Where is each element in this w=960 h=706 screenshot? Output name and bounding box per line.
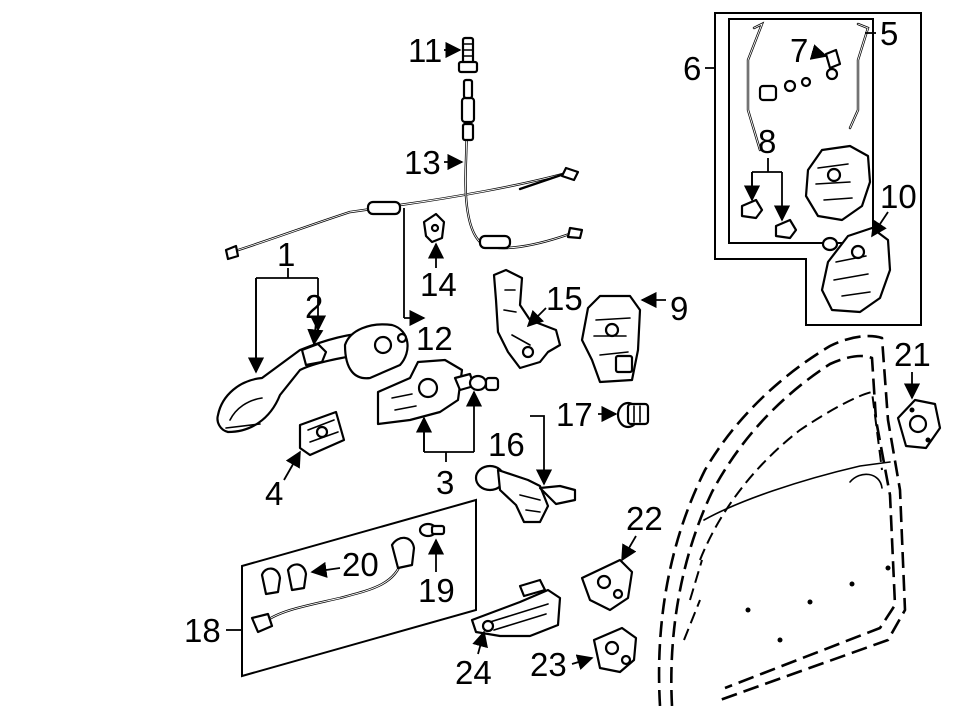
box-lock-actuator-group xyxy=(714,12,922,326)
leader-lines xyxy=(226,32,921,670)
callout-14: 14 xyxy=(420,266,457,303)
lock-cable-13 xyxy=(460,90,584,250)
callout-2: 2 xyxy=(305,288,323,325)
door-striker-21 xyxy=(896,398,942,450)
callout-7: 7 xyxy=(790,32,808,69)
clips-20 xyxy=(260,563,308,596)
callout-5: 5 xyxy=(880,15,898,52)
callout-labels: 1 2 3 4 5 6 7 8 9 10 11 12 13 14 15 16 1… xyxy=(184,15,931,691)
hinge-upper-22 xyxy=(580,558,634,612)
callout-10: 10 xyxy=(880,178,917,215)
callout-18: 18 xyxy=(184,612,221,649)
door-check-24 xyxy=(470,578,562,638)
lock-actuator-9 xyxy=(580,294,642,384)
wiring-harness-18 xyxy=(250,536,416,634)
callout-23: 23 xyxy=(530,646,567,683)
callout-12: 12 xyxy=(416,320,453,357)
box-harness-group xyxy=(241,498,477,678)
door-lock-cylinder-16 xyxy=(474,464,577,524)
lock-cable-12 xyxy=(224,166,580,261)
callout-20: 20 xyxy=(342,546,379,583)
lock-cylinder-cover-4 xyxy=(298,410,346,457)
door-lock-assembly xyxy=(804,144,872,222)
door-shell-outline xyxy=(657,334,907,706)
callout-3: 3 xyxy=(436,464,454,501)
callout-8: 8 xyxy=(758,123,776,160)
box-lock-inner-group xyxy=(728,18,874,244)
callout-16: 16 xyxy=(488,426,525,463)
lock-actuator-10 xyxy=(820,226,892,314)
callout-4: 4 xyxy=(265,475,283,512)
callout-22: 22 xyxy=(626,500,663,537)
clip-14 xyxy=(422,212,446,244)
rod-clips-7 xyxy=(758,48,842,102)
callout-21: 21 xyxy=(894,336,931,373)
callout-9: 9 xyxy=(670,290,688,327)
bolt-11 xyxy=(457,36,479,100)
handle-base-3 xyxy=(376,358,500,426)
callout-1: 1 xyxy=(277,236,295,273)
clips-8 xyxy=(740,198,798,240)
callout-6: 6 xyxy=(683,50,701,87)
hinge-lower-23 xyxy=(592,626,638,674)
callout-11: 11 xyxy=(408,32,442,69)
door-striker-bolt-17 xyxy=(616,401,650,429)
callout-24: 24 xyxy=(455,654,492,691)
rod-5-left xyxy=(746,21,765,152)
rod-5-right xyxy=(848,22,870,130)
outside-handle-1 xyxy=(216,323,409,434)
callout-19: 19 xyxy=(418,572,455,609)
callout-13: 13 xyxy=(404,144,441,181)
callout-15: 15 xyxy=(546,280,583,317)
screw-19 xyxy=(418,522,446,538)
callout-17: 17 xyxy=(556,396,593,433)
